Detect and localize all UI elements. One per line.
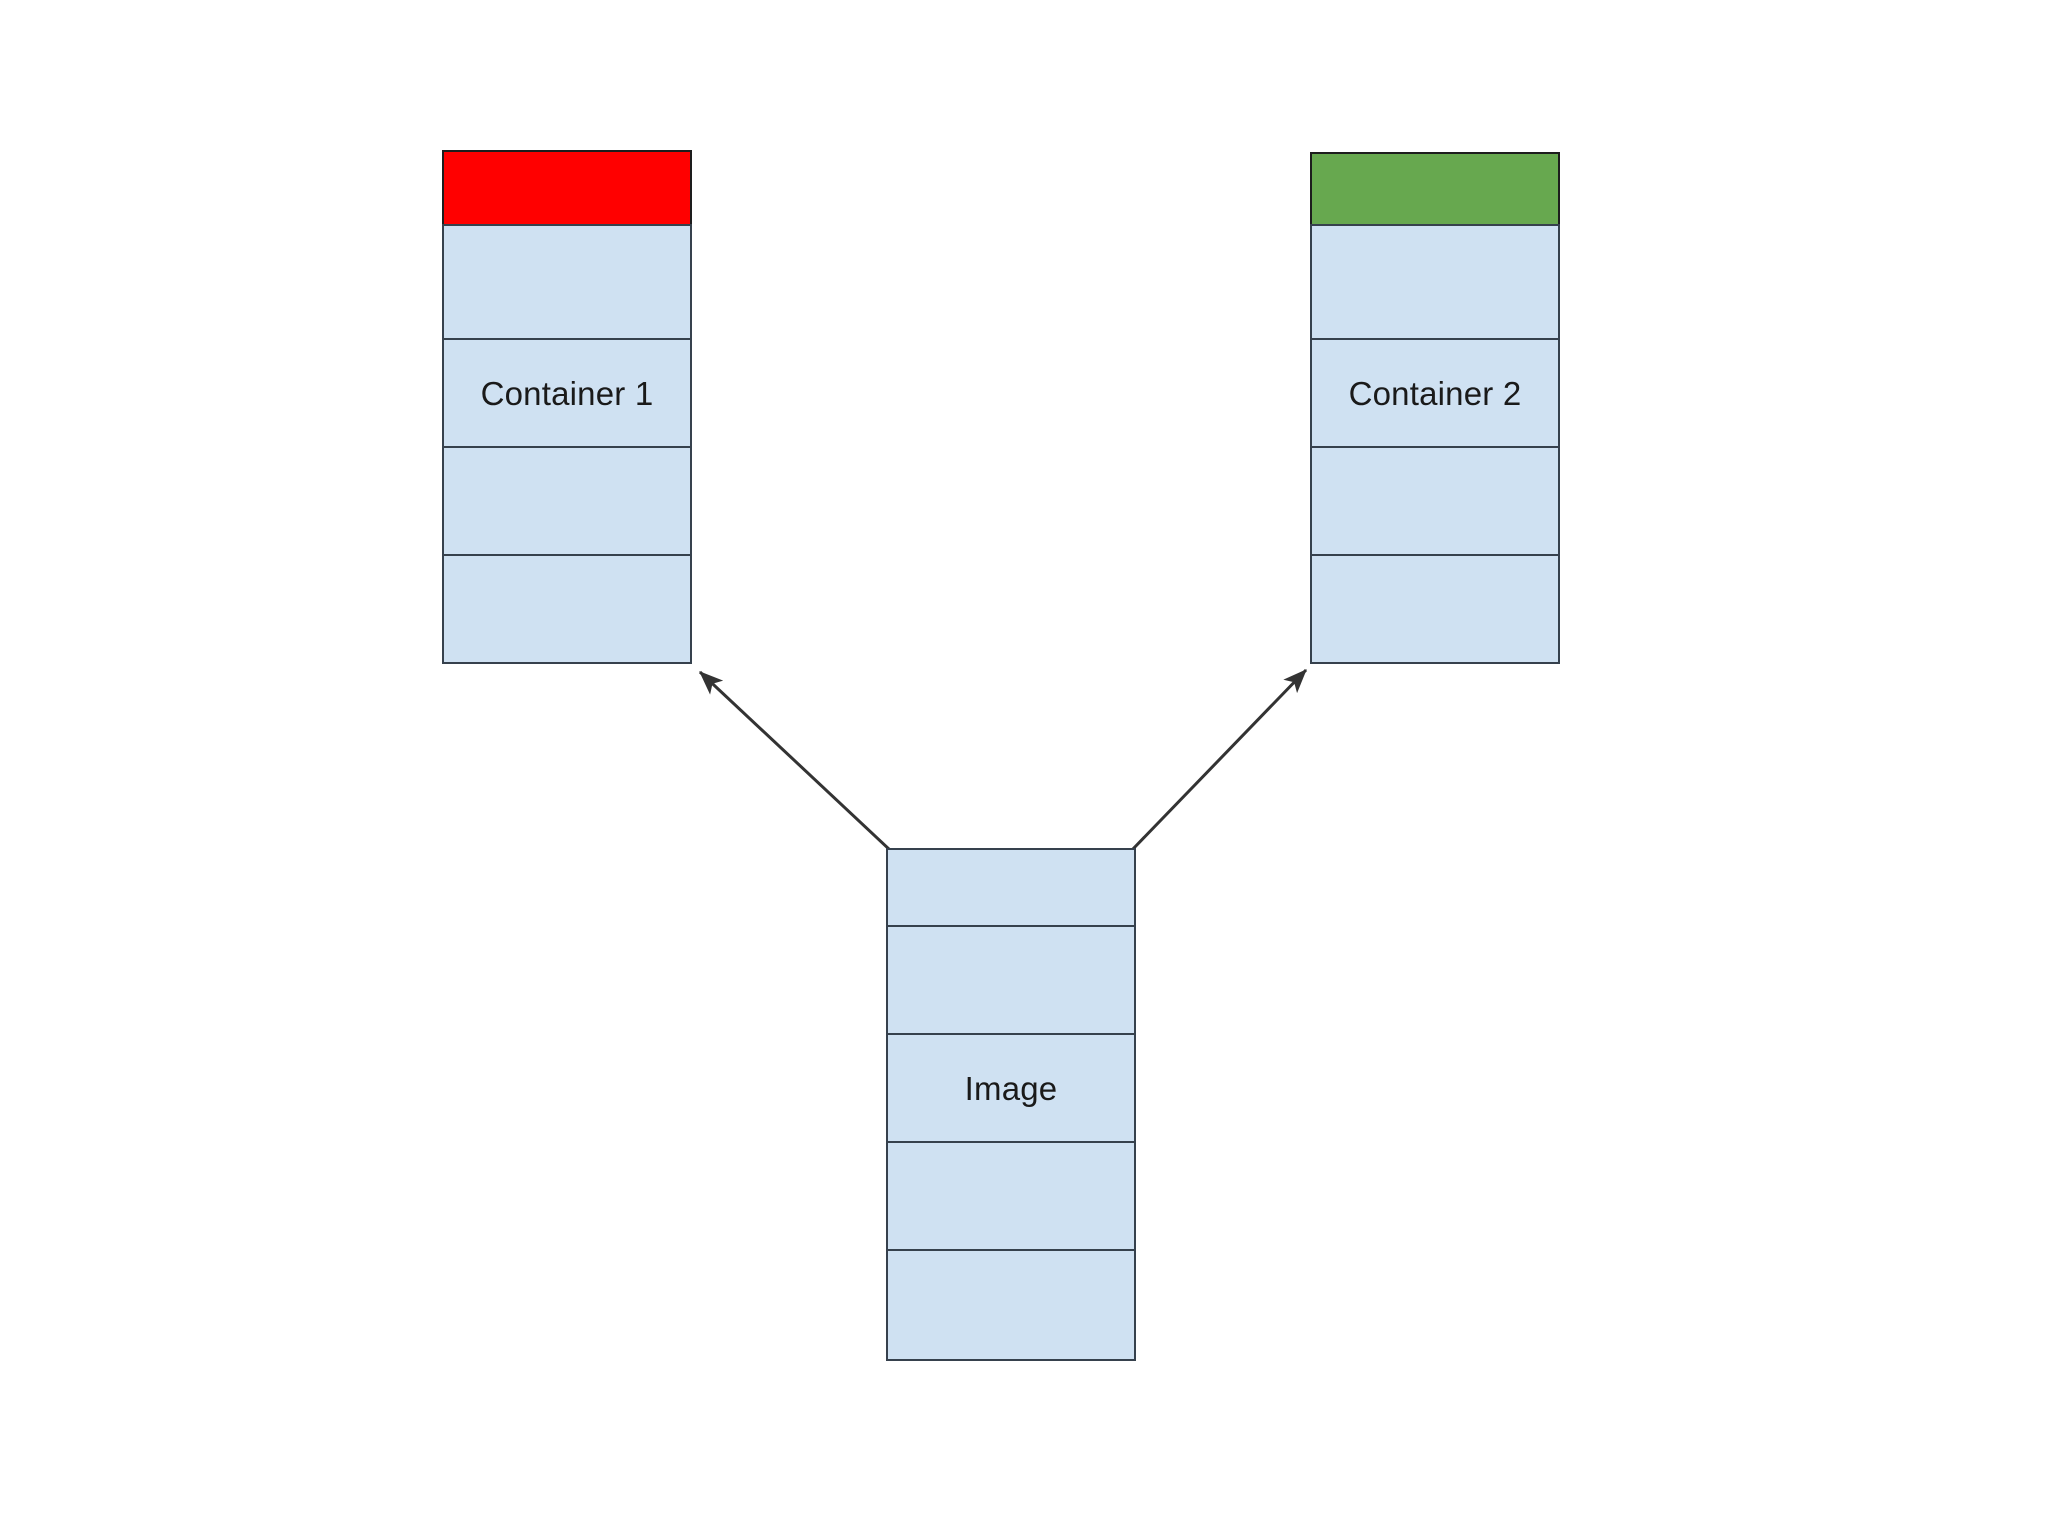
container-1-writable-layer[interactable] [442,150,692,226]
container-1-image-layer-1[interactable] [442,554,692,664]
container-1-image-layer-2[interactable] [442,446,692,556]
container-2-image-layer-3[interactable]: Container 2 [1310,338,1560,448]
image-layer-2[interactable] [886,1141,1136,1251]
image-label: Image [964,1069,1058,1107]
image-layer-5[interactable] [886,848,1136,927]
image-layer-4[interactable] [886,925,1136,1035]
container-2-image-layer-4[interactable] [1310,224,1560,340]
container-2-label: Container 2 [1348,374,1522,412]
container-2-image-layer-2[interactable] [1310,446,1560,556]
image-layer-3[interactable]: Image [886,1033,1136,1143]
connector-image-to-container-1 [698,670,892,852]
container-2-writable-layer[interactable] [1310,152,1560,226]
container-1-label: Container 1 [480,374,654,412]
connector-image-to-container-2 [1130,668,1308,852]
container-1-image-layer-3[interactable]: Container 1 [442,338,692,448]
node-container-2[interactable]: Container 2 [1310,152,1560,664]
image-layer-1[interactable] [886,1249,1136,1361]
container-1-image-layer-4[interactable] [442,224,692,340]
container-2-image-layer-1[interactable] [1310,554,1560,664]
node-container-1[interactable]: Container 1 [442,150,692,664]
node-image[interactable]: Image [886,848,1136,1361]
